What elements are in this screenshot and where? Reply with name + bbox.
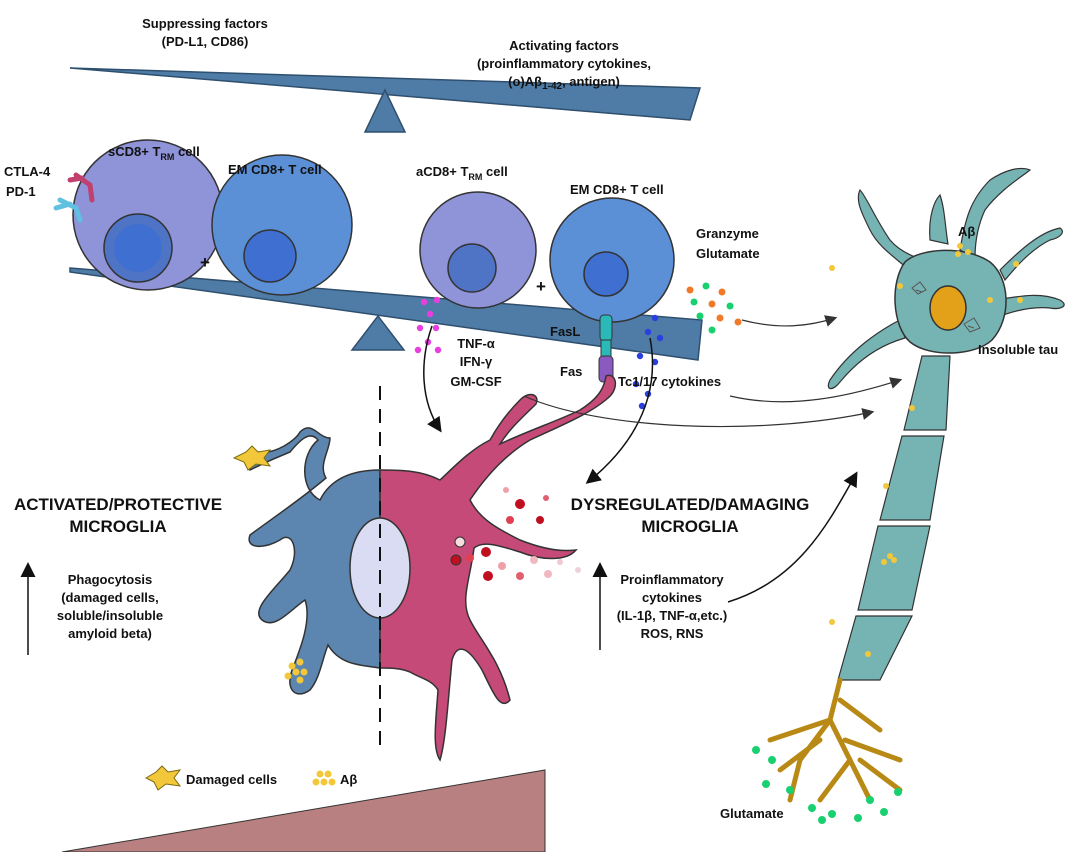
microglia-damaging	[379, 374, 617, 762]
gmcsf-label: GM-CSF	[450, 374, 501, 389]
arrow-to-damaging-microglia-left	[423, 325, 442, 433]
tnf-label: TNF-α	[457, 336, 495, 351]
activating-line3: (o)Aβ1-42, antigen)	[508, 74, 620, 92]
phagocytosis-line3: soluble/insoluble	[57, 608, 163, 623]
proinflammatory-line1: Proinflammatory	[620, 572, 724, 587]
neuron-nucleus	[929, 285, 967, 331]
arrow-gmcsf-to-neuron	[523, 395, 875, 428]
pd1-label: PD-1	[6, 184, 36, 199]
top-seesaw	[69, 67, 702, 133]
phagocytosis-line2: (damaged cells,	[61, 590, 159, 605]
glutamate-bottom-label: Glutamate	[720, 806, 784, 821]
em-cd8-right-label: EM CD8+ T cell	[570, 182, 664, 197]
bottom-wedge	[61, 769, 546, 852]
arrow-to-damaging-microglia-right	[585, 337, 654, 484]
plus-left: +	[200, 253, 210, 272]
granzyme-glutamate-dots	[686, 282, 742, 334]
abeta-in-microglia-icon	[284, 658, 308, 684]
proinflammatory-line4: ROS, RNS	[641, 626, 704, 641]
arrow-tc117-to-neuron	[729, 377, 903, 403]
ifn-label: IFN-γ	[460, 354, 493, 369]
dysregulated-title-line1: DYSREGULATED/DAMAGING	[571, 495, 810, 514]
damaged-cell-icon	[232, 445, 272, 471]
magenta-cytokine-dots	[414, 296, 442, 354]
legend-damaged-label: Damaged cells	[186, 772, 277, 787]
em-cd8-cell-right	[549, 197, 675, 323]
bottom-seesaw-fulcrum	[350, 314, 406, 351]
suppressing-sub: (PD-L1, CD86)	[162, 34, 249, 49]
tau-tangle-icon	[911, 281, 981, 333]
acd8-trm-cell	[419, 191, 537, 309]
proinflammatory-line3: (IL-1β, TNF-α,etc.)	[617, 608, 728, 623]
arrow-proinflammatory-to-neuron	[727, 471, 858, 603]
abeta-neuron-label: Aβ	[958, 224, 975, 239]
glutamate-bottom-dots	[752, 746, 902, 824]
abeta-neuron-dots	[829, 243, 1023, 657]
granzyme-label: Granzyme	[696, 226, 759, 241]
phagocytosis-line4: amyloid beta)	[68, 626, 152, 641]
activating-title: Activating factors	[509, 38, 619, 53]
activated-title-line2: MICROGLIA	[69, 517, 166, 536]
microglia-secretion-dots	[450, 487, 581, 581]
em-cd8-left-label: EM CD8+ T cell	[228, 162, 322, 177]
tc117-label: Tc1/17 cytokines	[618, 374, 721, 389]
proinflammatory-line2: cytokines	[642, 590, 702, 605]
legend-abeta-label: Aβ	[340, 772, 357, 787]
arrows	[20, 315, 903, 655]
suppressing-title: Suppressing factors	[142, 16, 268, 31]
fasl-label: FasL	[550, 324, 580, 339]
activated-title-line1: ACTIVATED/PROTECTIVE	[14, 495, 222, 514]
ctla4-label: CTLA-4	[4, 164, 51, 179]
activating-line2: (proinflammatory cytokines,	[477, 56, 651, 71]
fasl-fas-bond	[598, 314, 614, 383]
phagocytosis-line1: Phagocytosis	[68, 572, 153, 587]
scd8-label: sCD8+ TRM cell	[108, 144, 200, 162]
fas-label: Fas	[560, 364, 582, 379]
insoluble-tau-label: Insoluble tau	[978, 342, 1058, 357]
legend-damaged-cell-icon	[144, 765, 182, 791]
legend-abeta-icon	[312, 770, 336, 786]
pd1-receptor-icon	[53, 197, 83, 223]
arrow-granzyme-to-neuron	[741, 315, 838, 327]
top-seesaw-fulcrum	[363, 88, 407, 133]
dysregulated-title-line2: MICROGLIA	[641, 517, 738, 536]
neuron-axon-terminals	[767, 677, 903, 803]
ctla4-receptor-icon	[67, 172, 95, 203]
plus-right: +	[536, 277, 546, 296]
neuron	[827, 167, 1065, 681]
glutamate-top-label: Glutamate	[696, 246, 760, 261]
acd8-label: aCD8+ TRM cell	[416, 164, 508, 182]
em-cd8-cell-left	[211, 154, 353, 296]
blue-cytokine-dots	[632, 314, 664, 410]
